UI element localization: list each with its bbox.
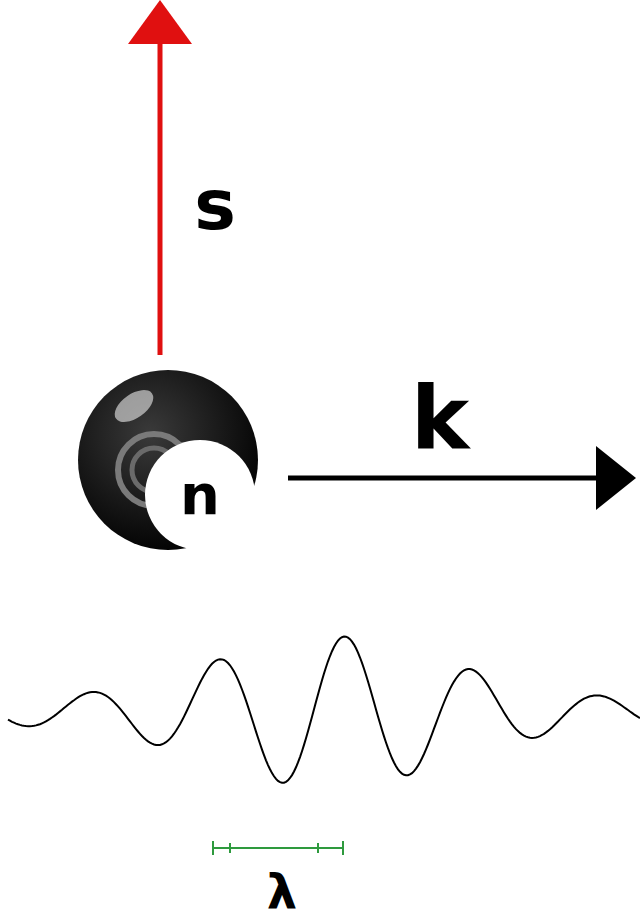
momentum-arrow bbox=[288, 476, 600, 481]
wavelength-bar bbox=[213, 841, 343, 855]
wave-packet bbox=[8, 637, 640, 783]
ball-shape bbox=[76, 368, 260, 552]
wavevector-label: k bbox=[411, 374, 470, 462]
spin-arrowhead bbox=[128, 0, 192, 44]
particle-symbol: n bbox=[180, 467, 220, 523]
spin-arrow bbox=[158, 40, 163, 355]
neutron-ball: n bbox=[76, 368, 260, 552]
momentum-arrowhead bbox=[596, 446, 636, 510]
wavelength-label: λ bbox=[267, 868, 297, 916]
spin-label: s bbox=[194, 170, 236, 240]
